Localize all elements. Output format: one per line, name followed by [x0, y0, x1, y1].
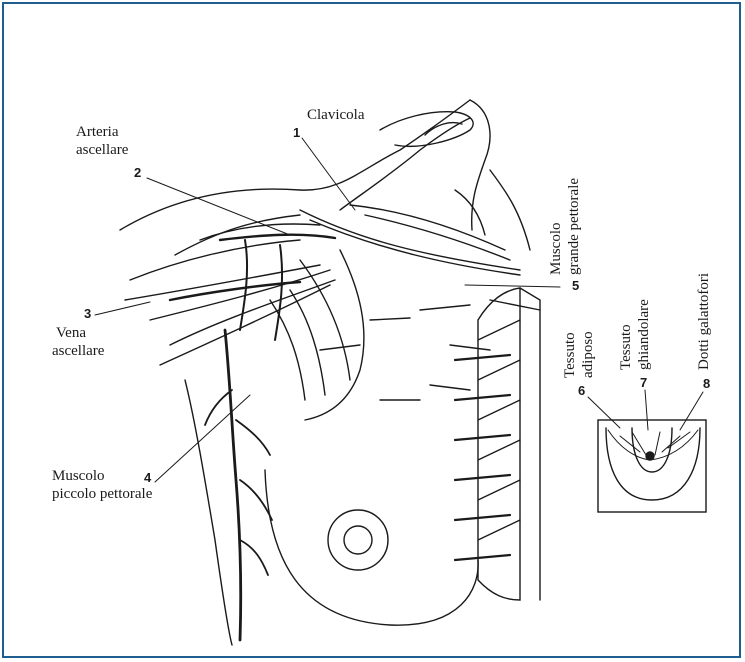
nipple-outer [328, 510, 388, 570]
label-muscolo-grande: Muscolo [548, 223, 565, 276]
label-ascellare-arteria: ascellare [76, 142, 128, 159]
label-muscolo-piccolo: Muscolo [52, 468, 105, 485]
lymphatic-chain [225, 330, 241, 640]
leader-7 [645, 390, 648, 430]
marker-7: 7 [640, 375, 647, 390]
pectoralis-minor [270, 300, 305, 400]
inset-outer-arc [606, 428, 700, 500]
shoulder-contour [120, 100, 470, 230]
label-arteria: Arteria [76, 124, 118, 141]
marker-3: 3 [84, 306, 91, 321]
leader-3 [95, 302, 150, 315]
leader-8 [680, 392, 703, 430]
label-vena: Vena [56, 325, 86, 342]
marker-5: 5 [572, 278, 579, 293]
inset-box [598, 420, 706, 512]
marker-8: 8 [703, 376, 710, 391]
label-clavicola: Clavicola [307, 107, 364, 124]
marker-2: 2 [134, 165, 141, 180]
label-tessuto-adiposo: Tessuto [562, 332, 579, 378]
clavicle-bone [340, 118, 470, 210]
marker-4: 4 [144, 470, 151, 485]
axillary-artery [220, 235, 335, 240]
marker-6: 6 [578, 383, 585, 398]
label-tessuto-ghiandolare: Tessuto [618, 324, 635, 370]
label-ghiandolare: ghiandolare [636, 299, 653, 370]
breast-outline [265, 470, 478, 625]
nipple-inner [344, 526, 372, 554]
leader-5 [465, 285, 560, 287]
sternum [478, 288, 520, 600]
label-grande-pettorale: grande pettorale [566, 178, 583, 275]
leader-6 [588, 397, 620, 428]
leader-1 [302, 138, 355, 210]
pectoralis-major [300, 210, 520, 270]
label-adiposo: adiposo [580, 331, 597, 378]
label-piccolo-pettorale: piccolo pettorale [52, 486, 152, 503]
label-dotti-galattofori: Dotti galattofori [696, 273, 713, 370]
label-ascellare-vena: ascellare [52, 343, 104, 360]
marker-1: 1 [293, 125, 300, 140]
